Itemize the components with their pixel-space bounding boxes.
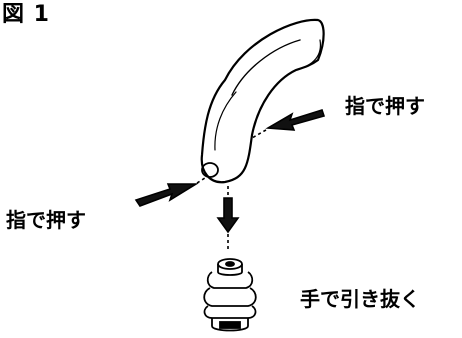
receiver-tip [201,162,219,178]
hearing-aid-shell [200,18,325,184]
press-label-left: 指で押す [6,208,86,232]
figure-title: 図 1 [2,2,50,27]
ear-dome [203,258,257,332]
shell-contour-back [295,39,322,71]
push-arrow-left [134,177,206,207]
push-arrow-right [251,109,326,139]
shell-contour-lower [214,91,237,151]
pull-label: 手で引き抜く [300,287,420,311]
shell-contour-inner [231,39,301,96]
press-label-right: 指で押す [345,94,425,118]
pull-arrow-down [216,186,240,252]
